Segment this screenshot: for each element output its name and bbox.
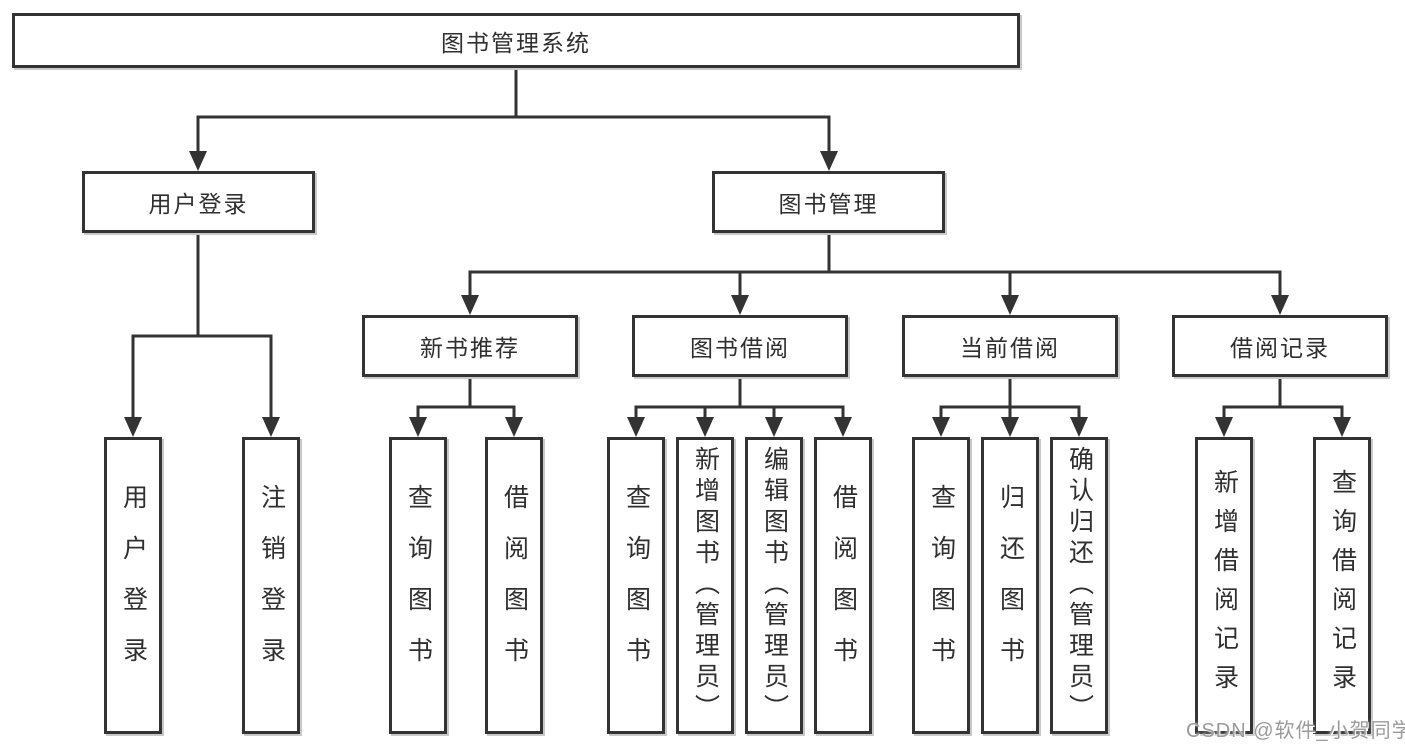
connector-user-login bbox=[131, 233, 273, 421]
watermark: CSDN @软件_小贺同学 bbox=[1186, 720, 1405, 742]
leaf-borrow-books-rec: 借阅图书 bbox=[485, 437, 543, 734]
arrowheads-borrow-record bbox=[1215, 417, 1351, 437]
arrowheads-current-borrow bbox=[932, 417, 1088, 437]
connector-book-borrow bbox=[634, 377, 845, 421]
leaf-return-books: 归还图书 bbox=[981, 437, 1039, 734]
connector-book-mgmt bbox=[468, 233, 1282, 299]
leaf-borrow-books: 借阅图书 bbox=[814, 437, 872, 734]
node-user-login: 用户登录 bbox=[82, 171, 315, 233]
leaf-user-login: 用户登录 bbox=[104, 437, 162, 734]
leaf-logout: 注销登录 bbox=[242, 437, 300, 734]
leaf-query-borrow-record: 查询借阅记录 bbox=[1313, 437, 1371, 734]
node-book-borrow: 图书借阅 bbox=[632, 315, 848, 377]
leaf-add-books-admin: 新增图书（管理员） bbox=[676, 437, 734, 734]
node-book-mgmt: 图书管理 bbox=[712, 171, 945, 233]
arrowheads-root bbox=[189, 151, 838, 171]
arrowheads-book-borrow bbox=[627, 417, 852, 437]
arrowheads-new-book-rec bbox=[409, 417, 523, 437]
node-system-title: 图书管理系统 bbox=[12, 13, 1020, 68]
leaf-edit-books-admin: 编辑图书（管理员） bbox=[745, 437, 803, 734]
connector-borrow-record bbox=[1222, 377, 1344, 421]
node-borrow-record: 借阅记录 bbox=[1172, 315, 1388, 377]
node-current-borrow: 当前借阅 bbox=[902, 315, 1118, 377]
connector-root bbox=[196, 68, 831, 155]
arrowheads-book-mgmt bbox=[461, 295, 1289, 315]
arrowheads-user-login bbox=[124, 417, 280, 437]
node-new-book-rec: 新书推荐 bbox=[362, 315, 578, 377]
leaf-confirm-return-admin: 确认归还（管理员） bbox=[1050, 437, 1108, 734]
connector-new-book-rec bbox=[416, 377, 516, 421]
leaf-add-borrow-record: 新增借阅记录 bbox=[1195, 437, 1253, 734]
leaf-query-books-rec: 查询图书 bbox=[389, 437, 447, 734]
leaf-query-books-borrow: 查询图书 bbox=[607, 437, 665, 734]
connector-current-borrow bbox=[939, 377, 1081, 421]
leaf-query-books-current: 查询图书 bbox=[912, 437, 970, 734]
